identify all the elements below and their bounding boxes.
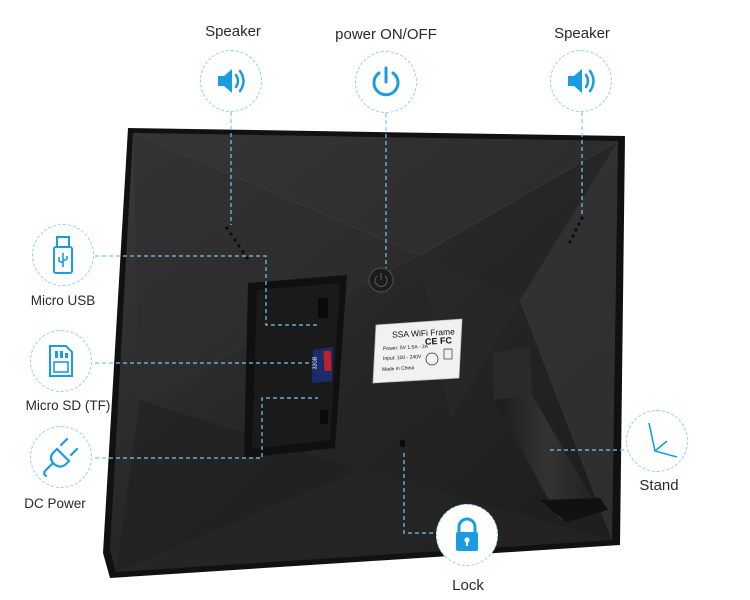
lock-slot: [400, 440, 405, 447]
micro-usb-badge: [32, 224, 94, 286]
leader-lines: [95, 112, 625, 534]
micro-usb-label: Micro USB: [30, 293, 96, 308]
rating-plate: [372, 318, 463, 384]
lock-icon: [456, 517, 478, 551]
power-badge: [355, 51, 417, 113]
stand-label: Stand: [639, 477, 679, 494]
speaker-left-badge: [200, 50, 262, 112]
dc-power-label: DC Power: [24, 496, 86, 511]
sd-card-icon: [49, 345, 73, 377]
lock-badge: [436, 504, 498, 566]
speaker-left-label: Speaker: [205, 23, 261, 40]
photo-frame-back: [103, 128, 625, 578]
speaker-grille-right: [568, 216, 584, 244]
power-label: power ON/OFF: [335, 26, 437, 43]
speaker-grille-left: [225, 226, 249, 260]
frame-stand: [493, 348, 608, 522]
speaker-right-label: Speaker: [554, 25, 610, 42]
stand-icon: [648, 422, 678, 458]
speaker-right-badge: [550, 50, 612, 112]
speaker-icon: [218, 69, 245, 93]
dc-power-badge: [30, 426, 92, 488]
usb-icon: [53, 236, 73, 274]
micro-sd-label: Micro SD (TF): [25, 398, 111, 413]
power-button: [368, 267, 394, 293]
speaker-icon: [568, 69, 595, 93]
lock-label: Lock: [452, 577, 484, 594]
micro-sd-badge: [30, 330, 92, 392]
sd-card: [312, 347, 333, 383]
stand-badge: [626, 410, 688, 472]
plug-icon: [43, 437, 79, 478]
power-icon: [372, 66, 400, 97]
sd-card-capacity: 32GB: [312, 356, 319, 370]
plate-marks: CE FC: [424, 335, 453, 347]
